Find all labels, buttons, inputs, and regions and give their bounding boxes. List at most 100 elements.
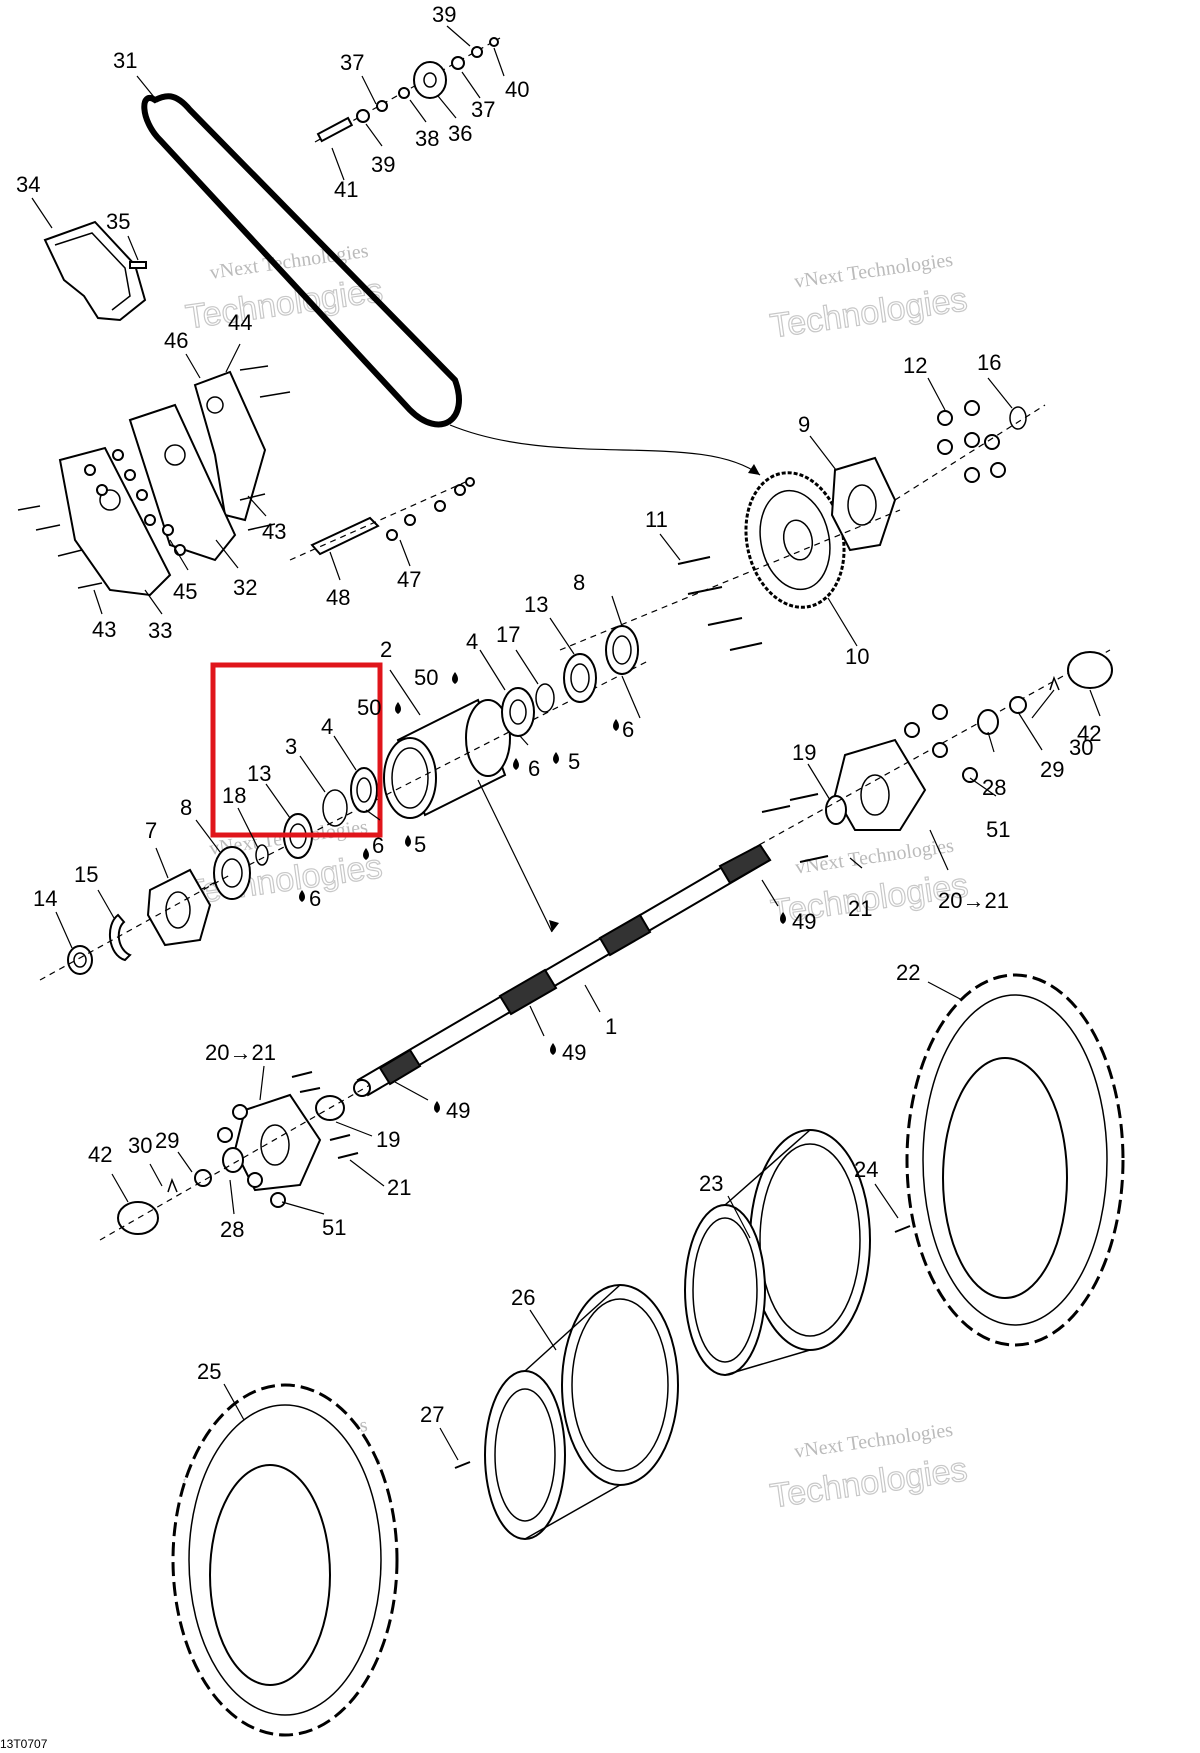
callout-label: 30 — [128, 1133, 152, 1158]
callout-label: 4 — [466, 629, 478, 654]
callout-label: 25 — [197, 1359, 221, 1384]
callout-label: 8 — [180, 795, 192, 820]
callout-label: 13 — [247, 761, 271, 786]
arrow-head — [748, 464, 760, 475]
callout-label: 15 — [74, 862, 98, 887]
callout-label: 34 — [16, 172, 40, 197]
watermark-top-left: vNext Technologies Technologies — [183, 240, 386, 337]
bracket-fasteners — [17, 365, 291, 589]
callout-label: 6 — [372, 833, 384, 858]
oil-drop-icon — [452, 672, 458, 684]
lubrication-markers — [299, 672, 786, 1113]
callout-label: 20→21 — [938, 888, 1009, 913]
bracket-48 — [289, 477, 475, 561]
oil-drop-icon — [363, 848, 369, 860]
callout-label: 19 — [376, 1127, 400, 1152]
callout-label: 23 — [699, 1171, 723, 1196]
callout-label: 50 — [414, 665, 438, 690]
callout-label: 29 — [155, 1128, 179, 1153]
callout-label: 41 — [334, 177, 358, 202]
oil-drop-icon — [395, 702, 401, 714]
bracket-plates — [58, 370, 267, 597]
callout-label: 28 — [220, 1217, 244, 1242]
callout-label: 27 — [420, 1402, 444, 1427]
callout-label: 44 — [228, 310, 252, 335]
watermark-mid-left: vNext Technologies Technologies — [182, 816, 385, 913]
callout-label: 33 — [148, 618, 172, 643]
callout-label: 45 — [173, 579, 197, 604]
callout-label: 11 — [645, 507, 668, 532]
callout-label: 35 — [106, 209, 130, 234]
callout-label: 1 — [605, 1014, 617, 1039]
callout-label: 30 — [1069, 735, 1093, 760]
callout-label: 21 — [848, 896, 872, 921]
oil-drop-icon — [550, 1043, 556, 1055]
watermark-top-right: vNext Technologies Technologies — [767, 249, 970, 346]
oil-drop-icon — [613, 719, 619, 731]
callout-label: 22 — [896, 960, 920, 985]
watermark-bottom-right: vNext Technologies Technologies — [767, 1419, 970, 1516]
callout-label: 16 — [977, 350, 1001, 375]
rim-inner — [454, 1284, 679, 1540]
drive-chain — [141, 93, 462, 428]
callout-label: 43 — [92, 617, 116, 642]
callouts: 39 31 37 40 37 38 36 39 41 34 35 44 46 1… — [16, 2, 1101, 1427]
rear-axle — [353, 843, 772, 1097]
arrow-head — [549, 920, 559, 932]
oil-drop-icon — [780, 912, 786, 924]
callout-label: 37 — [340, 50, 364, 75]
callout-label: 39 — [371, 152, 395, 177]
callout-label: 50 — [357, 695, 381, 720]
chain-tensioner-parts — [314, 37, 501, 143]
callout-label: 8 — [573, 570, 585, 595]
tire-left — [171, 1383, 399, 1737]
callout-label: 49 — [792, 909, 816, 934]
callout-label: 46 — [164, 328, 188, 353]
oil-drop-icon — [553, 752, 559, 764]
oil-drop-icon — [405, 835, 411, 847]
callout-label: 48 — [326, 585, 350, 610]
bearing-housing — [383, 698, 511, 819]
callout-label: 19 — [792, 740, 816, 765]
assembly-arrow — [477, 779, 553, 933]
callout-label: 6 — [309, 886, 321, 911]
callout-label: 47 — [397, 567, 421, 592]
oil-drop-icon — [513, 758, 519, 770]
callout-label: 42 — [88, 1142, 112, 1167]
callout-label: 18 — [222, 783, 246, 808]
callout-label: 24 — [854, 1157, 878, 1182]
highlight-box — [210, 662, 383, 838]
callout-label: 2 — [380, 637, 392, 662]
chain-guard — [43, 220, 147, 322]
callout-label: 5 — [414, 832, 426, 857]
callout-label: 37 — [471, 97, 495, 122]
right-wheel-hub — [749, 649, 1113, 863]
callout-label: 49 — [562, 1040, 586, 1065]
callout-label: 51 — [986, 817, 1010, 842]
callout-label: 29 — [1040, 757, 1064, 782]
callout-label: 7 — [145, 818, 157, 843]
assembly-arrow — [449, 424, 761, 476]
callout-label: 26 — [511, 1285, 535, 1310]
callout-label: 42 — [1077, 721, 1101, 746]
tire-right — [905, 973, 1125, 1347]
left-wheel-hub — [99, 1071, 371, 1241]
callout-label: 9 — [798, 412, 810, 437]
callout-label: 17 — [496, 622, 520, 647]
callout-label: 43 — [262, 519, 286, 544]
callout-label: 20→21 — [205, 1040, 276, 1065]
sprocket-bolts — [559, 509, 901, 651]
callout-label: 28 — [982, 775, 1006, 800]
callout-label: 21 — [387, 1175, 411, 1200]
callout-label: 40 — [505, 77, 529, 102]
callout-label: 32 — [233, 575, 257, 600]
callout-label: 51 — [322, 1215, 346, 1240]
callout-label: 14 — [33, 886, 57, 911]
callout-label: 6 — [528, 756, 540, 781]
drawing-reference: 13T0707 — [0, 1737, 48, 1751]
callout-label: 6 — [622, 717, 634, 742]
callout-label: 39 — [432, 2, 456, 27]
oil-drop-icon — [434, 1101, 440, 1113]
left-hub — [39, 868, 231, 981]
